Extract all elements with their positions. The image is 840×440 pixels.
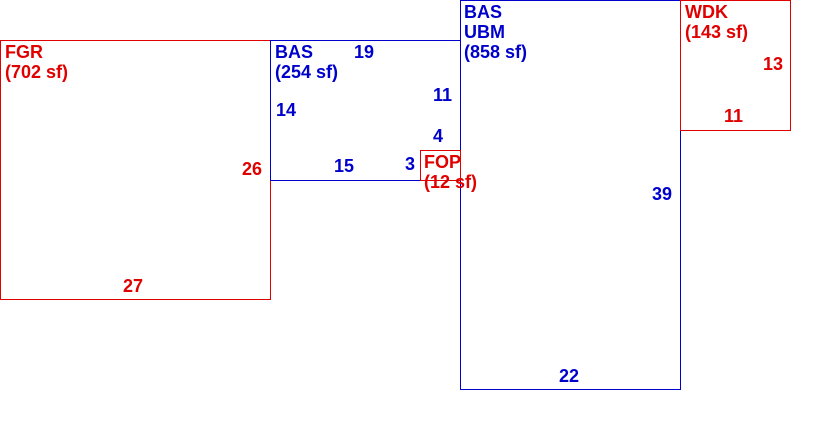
wdk-right-dimension: 13 [763, 54, 784, 74]
bas-right-dimension: 11 [433, 85, 453, 105]
wdk-area-size: (143 sf) [685, 22, 749, 42]
ubm-area-code-2: UBM [464, 22, 505, 42]
bas-area-code: BAS [275, 42, 314, 62]
ubm-area-outline [460, 0, 681, 390]
fop-area-outline [420, 150, 461, 181]
bas-top-dimension: 19 [354, 42, 375, 62]
fop-area-size: (12 sf) [424, 172, 478, 192]
ubm-area-size: (858 sf) [464, 42, 528, 62]
wdk-bottom-dimension: 11 [724, 106, 744, 126]
bas-bottom-dimension: 15 [334, 156, 355, 176]
bas-left-dimension: 14 [276, 100, 297, 120]
fop-area-code: FOP [424, 152, 462, 172]
ubm-bottom-dimension: 22 [559, 366, 580, 386]
wdk-area-outline [680, 0, 791, 131]
wdk-area-code: WDK [685, 2, 728, 22]
fgr-area-code: FGR [5, 42, 43, 62]
ubm-area-code: BAS [464, 2, 503, 22]
fop-top-dimension: 4 [433, 126, 444, 146]
fgr-side-dimension: 26 [242, 159, 263, 179]
fop-left-dimension: 3 [405, 154, 416, 174]
bas-area-size: (254 sf) [275, 62, 339, 82]
fgr-bottom-dimension: 27 [123, 276, 144, 296]
fgr-area-size: (702 sf) [5, 62, 69, 82]
ubm-right-dimension: 39 [652, 184, 673, 204]
